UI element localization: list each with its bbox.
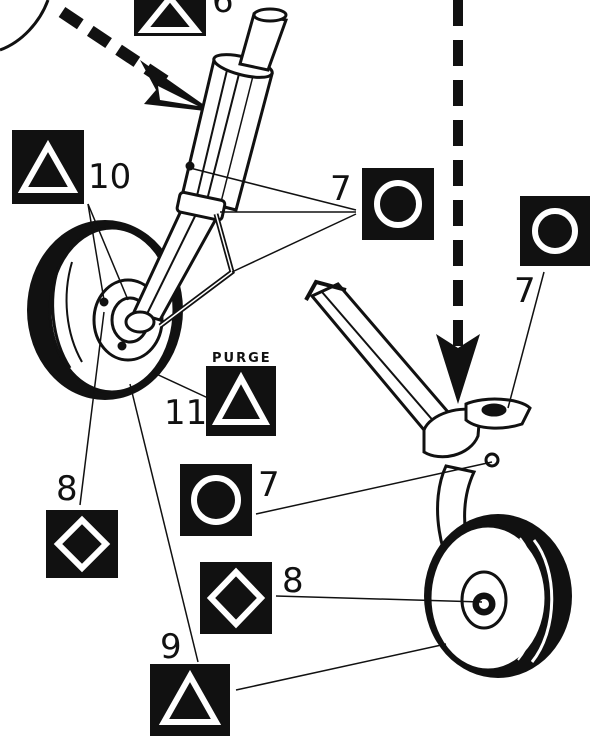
nose-landing-gear bbox=[304, 279, 572, 678]
vertical-arrow-head bbox=[436, 334, 480, 404]
nose-drag-arm bbox=[309, 282, 451, 433]
callout-top-triangle: 6 bbox=[134, 0, 234, 36]
callout-number: 7 bbox=[514, 271, 536, 311]
diamond-icon bbox=[206, 567, 266, 629]
flow-arrows bbox=[0, 0, 480, 404]
main-landing-gear bbox=[27, 7, 289, 400]
purge-label: PURGE bbox=[212, 351, 272, 366]
callout-mid-diamond: 8 bbox=[200, 561, 304, 634]
triangle-icon bbox=[17, 139, 79, 193]
triangle-icon bbox=[137, 0, 203, 33]
diagonal-arrow-head bbox=[140, 60, 214, 112]
callout-mid-circle: 7 bbox=[180, 464, 280, 536]
callout-number: 8 bbox=[282, 561, 304, 601]
callout-left-diamond: 8 bbox=[46, 469, 118, 578]
diagonal-arrow-head-inner bbox=[158, 86, 198, 106]
leader-lines bbox=[79, 167, 545, 691]
circle-icon bbox=[374, 180, 422, 228]
main-strut-top-tube bbox=[238, 12, 289, 72]
callout-number: 8 bbox=[56, 469, 78, 509]
circle-icon bbox=[191, 475, 241, 525]
detail-circle-arc bbox=[0, 0, 50, 52]
callout-bottom-triangle: 9 bbox=[150, 627, 230, 736]
callout-number: 10 bbox=[88, 157, 131, 197]
callout-number: 6 bbox=[212, 0, 234, 21]
triangle-icon bbox=[158, 669, 222, 725]
diamond-icon bbox=[53, 515, 111, 573]
callout-purge-triangle: PURGE 11 bbox=[164, 351, 276, 436]
main-strut-cylinder bbox=[180, 58, 274, 212]
callout-right-circle: 7 bbox=[514, 196, 590, 311]
callout-number: 7 bbox=[258, 465, 280, 505]
callout-number: 9 bbox=[160, 627, 182, 667]
triangle-icon bbox=[211, 371, 271, 425]
callout-center-circle: 7 bbox=[330, 168, 434, 240]
callout-left-triangle: 10 bbox=[12, 130, 131, 204]
callout-number: 11 bbox=[164, 393, 207, 433]
callout-number: 7 bbox=[330, 169, 352, 209]
circle-icon bbox=[532, 208, 578, 254]
